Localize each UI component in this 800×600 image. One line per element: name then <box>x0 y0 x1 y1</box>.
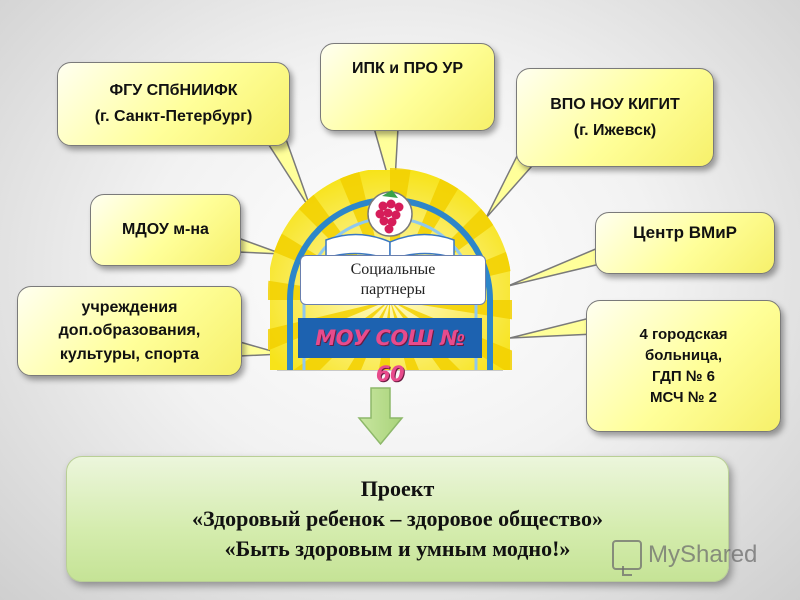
book-icon <box>325 233 455 262</box>
partner-institutions-line-1: учреждения <box>81 299 178 317</box>
down-arrow-icon <box>357 387 404 446</box>
label-line-1: Социальные <box>350 261 436 278</box>
school-name: МОУ СОШ № 60 <box>315 326 465 386</box>
partner-hospital: 4 городская больница, ГДП № 6 МСЧ № 2 <box>586 300 781 432</box>
partner-fgu-name: ФГУ СПбНИИФК <box>109 82 238 100</box>
partner-fgu: ФГУ СПбНИИФК (г. Санкт-Петербург) <box>57 62 290 146</box>
project-title: «Здоровый ребенок – здоровое общество» <box>191 506 604 531</box>
partner-institutions: учреждения доп.образования, культуры, сп… <box>17 286 242 376</box>
watermark-text: MyShared <box>648 541 758 568</box>
partner-vpo: ВПО НОУ КИГИТ (г. Ижевск) <box>516 68 714 167</box>
watermark: MyShared <box>612 535 758 576</box>
partner-hospital-line-1: 4 городская <box>639 326 728 343</box>
presentation-icon <box>612 540 642 576</box>
partner-mdou-name: МДОУ м-на <box>122 221 209 239</box>
partner-hospital-line-2: больница, <box>645 347 722 364</box>
partner-institutions-line-3: культуры, спорта <box>59 345 200 363</box>
partner-fgu-city: (г. Санкт-Петербург) <box>94 108 253 125</box>
raspberry-icon <box>367 190 413 237</box>
social-partners-label: Социальные партнеры <box>300 255 486 305</box>
partner-vpo-city: (г. Ижевск) <box>573 121 657 139</box>
project-heading: Проект <box>360 476 435 501</box>
partner-hospital-line-3: ГДП № 6 <box>652 368 715 385</box>
label-line-2: партнеры <box>360 281 426 298</box>
partner-vpo-name: ВПО НОУ КИГИТ <box>550 95 680 113</box>
partner-ipk-name: ИПК и ПРО УР <box>352 60 463 77</box>
partner-center: Центр ВМиР <box>595 212 775 274</box>
partner-ipk: ИПК и ПРО УР <box>320 43 495 131</box>
project-box: Проект «Здоровый ребенок – здоровое обще… <box>66 456 729 582</box>
partner-center-name: Центр ВМиР <box>632 223 737 242</box>
partner-mdou: МДОУ м-на <box>90 194 241 266</box>
project-slogan: «Быть здоровым и умным модно!» <box>224 536 571 561</box>
partner-hospital-line-4: МСЧ № 2 <box>650 389 717 406</box>
partner-institutions-line-2: доп.образования, <box>58 322 201 340</box>
